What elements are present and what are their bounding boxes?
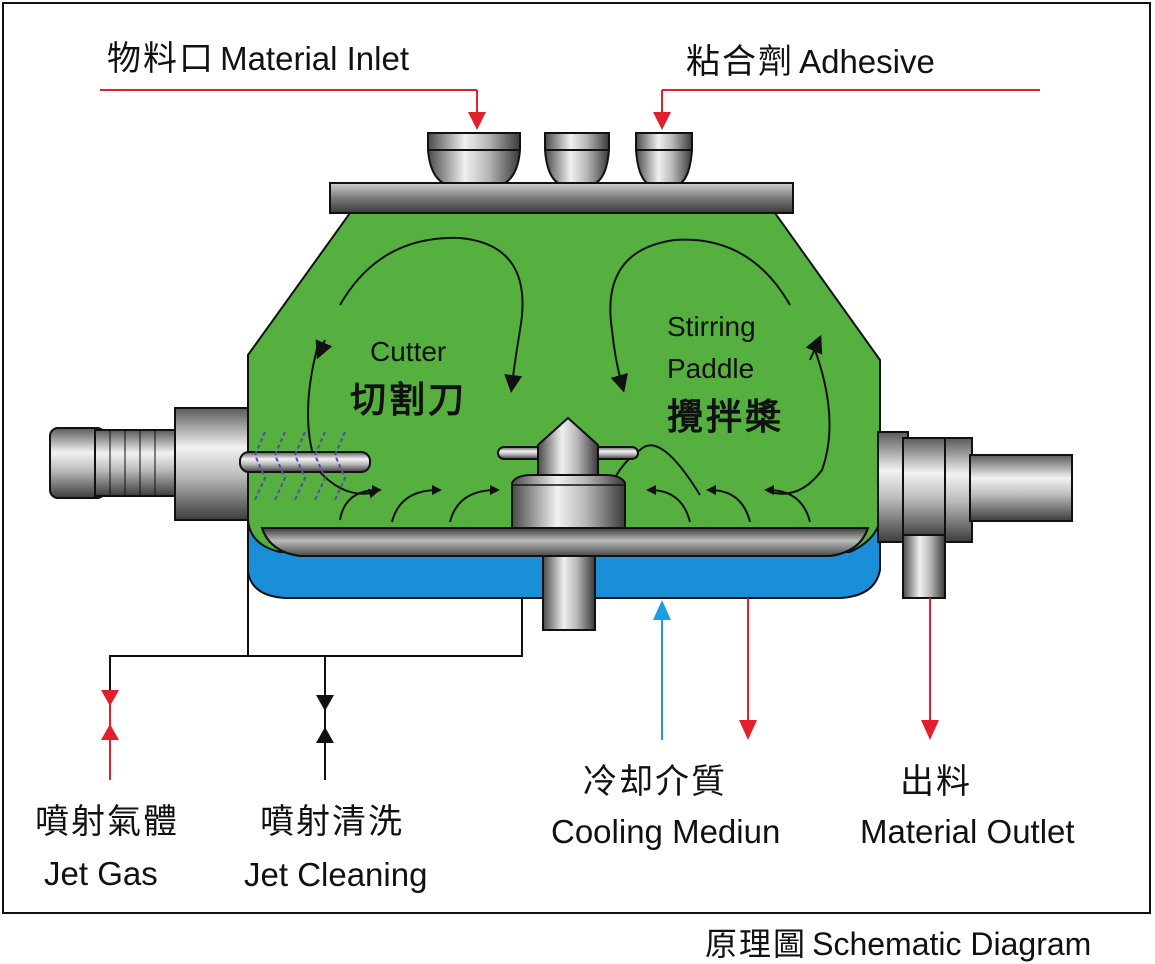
outlet-zh-label: 出料 bbox=[900, 762, 972, 802]
jet-cleaning-zh-label: 噴射清洗 bbox=[260, 802, 404, 842]
adhesive-en: Adhesive bbox=[799, 43, 935, 80]
caption-zh: 原理圖 bbox=[705, 925, 808, 963]
stirring-en-label-2: Paddle bbox=[667, 353, 755, 384]
adhesive-line bbox=[653, 89, 1040, 130]
top-plate bbox=[329, 182, 794, 214]
bottom-disc bbox=[260, 527, 870, 557]
adhesive-zh: 粘合劑 bbox=[686, 42, 794, 82]
material-inlet-line bbox=[100, 89, 486, 130]
material-inlet-zh: 物料口 bbox=[107, 39, 215, 79]
jet-gas-zh-label: 噴射氣體 bbox=[35, 802, 179, 842]
cooling-out-arrow bbox=[739, 598, 757, 740]
drive-shaft bbox=[542, 555, 596, 631]
jet-gas-en-label: Jet Gas bbox=[44, 855, 158, 892]
stirring-paddle bbox=[497, 416, 639, 529]
material-inlet-label: 物料口 Material Inlet bbox=[107, 42, 409, 76]
inlet-nozzles bbox=[427, 132, 693, 184]
schematic-caption: 原理圖 Schematic Diagram bbox=[705, 928, 1091, 960]
caption-en: Schematic Diagram bbox=[812, 926, 1092, 962]
outlet-en-label: Material Outlet bbox=[860, 813, 1075, 850]
cooling-zh-label: 冷却介質 bbox=[583, 762, 727, 802]
cutter-motor bbox=[49, 407, 371, 521]
cooling-in-arrow bbox=[653, 600, 671, 740]
material-inlet-en: Material Inlet bbox=[220, 40, 410, 77]
cutter-blades bbox=[253, 431, 347, 501]
adhesive-label: 粘合劑 Adhesive bbox=[686, 45, 935, 79]
stirring-zh-label: 攪拌槳 bbox=[667, 397, 785, 438]
diagram-frame bbox=[2, 2, 1151, 914]
material-outlet-arrow bbox=[921, 598, 939, 740]
outlet-valve bbox=[877, 431, 1073, 599]
jet-cleaning-en-label: Jet Cleaning bbox=[244, 856, 428, 893]
stirring-en-label-1: Stirring bbox=[667, 311, 756, 342]
cutter-zh-label: 切割刀 bbox=[350, 380, 468, 421]
small-flow-arrows bbox=[339, 485, 811, 523]
cutter-en-label: Cutter bbox=[370, 336, 447, 367]
cooling-en-label: Cooling Mediun bbox=[551, 813, 781, 850]
jet-gas-valve bbox=[101, 690, 119, 780]
jet-cleaning-valve bbox=[316, 690, 334, 780]
